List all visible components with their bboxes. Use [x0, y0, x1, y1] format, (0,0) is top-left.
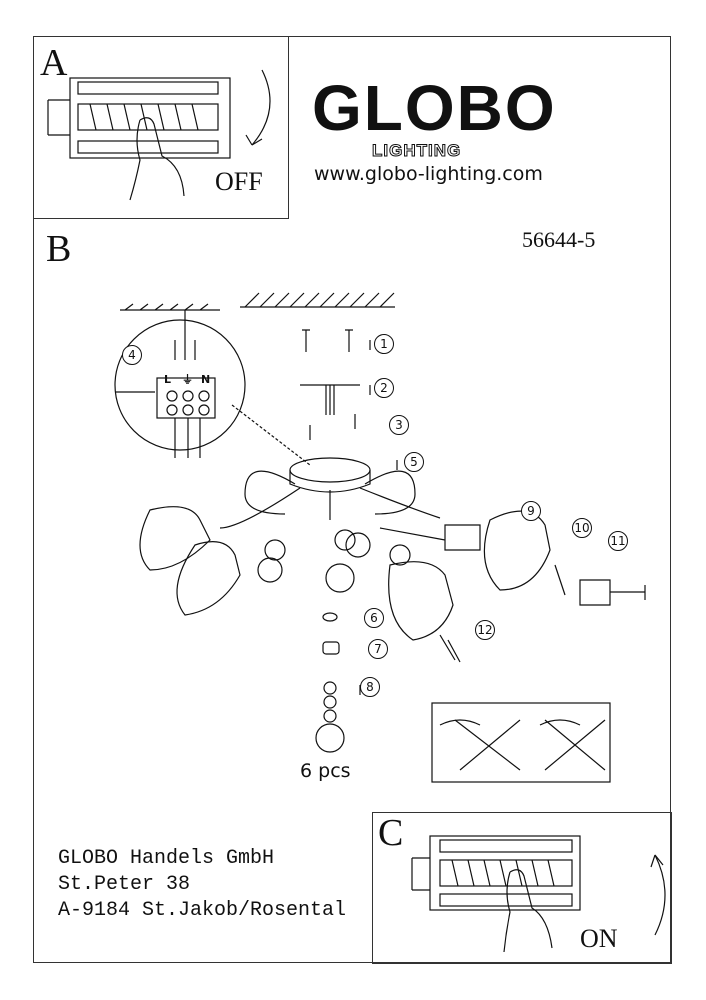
bulb-icon — [439, 634, 461, 663]
step-8-marker: 8 — [360, 677, 380, 697]
wall-plug-icon — [302, 329, 353, 352]
section-b-label: B — [46, 228, 72, 270]
step-1-marker: 1 — [374, 334, 394, 354]
canopy — [289, 457, 371, 483]
mounting-bracket-icon — [300, 384, 360, 415]
terminal-label-neutral: N — [201, 373, 211, 386]
arrow-turn-off-icon — [251, 69, 271, 146]
breaker-panel-on — [411, 835, 581, 953]
bulb-holder-icon — [554, 564, 566, 596]
arrow-turn-on-icon — [654, 854, 666, 936]
model-number: 56644-5 — [522, 227, 596, 252]
terminal-label-earth: ⏚ — [182, 373, 193, 386]
screw-icon — [309, 414, 356, 440]
crystal-drop — [257, 529, 411, 753]
switch-on-label: ON — [580, 924, 618, 953]
brand-url: www.globo-lighting.com — [314, 163, 543, 185]
address-street: St.Peter 38 — [58, 873, 191, 896]
brand-subtitle: LIGHTING — [371, 141, 462, 160]
step-11-marker: 11 — [608, 531, 628, 551]
ceiling-hatch — [240, 292, 395, 308]
company-address: GLOBO Handels GmbH St.Peter 38 A-9184 St… — [58, 846, 346, 924]
terminal-label-live: L — [164, 373, 172, 386]
breaker-panel-off — [47, 77, 231, 201]
socket-part-icon — [579, 579, 646, 606]
quantity-label: 6 pcs — [300, 760, 351, 782]
step-5-marker: 5 — [404, 452, 424, 472]
address-company: GLOBO Handels GmbH — [58, 847, 275, 870]
step-9-marker: 9 — [521, 501, 541, 521]
address-city: A-9184 St.Jakob/Rosental — [58, 899, 347, 922]
section-a-panel — [33, 36, 289, 219]
page-border — [33, 36, 671, 963]
step-2-marker: 2 — [374, 378, 394, 398]
section-c-label: C — [378, 812, 404, 854]
section-a-label: A — [40, 42, 68, 84]
step-4-marker: 4 — [122, 345, 142, 365]
step-10-marker: 10 — [572, 518, 592, 538]
step-7-marker: 7 — [368, 639, 388, 659]
step-3-marker: 3 — [389, 415, 409, 435]
section-c-panel — [372, 812, 672, 964]
step-6-marker: 6 — [364, 608, 384, 628]
brand-logo: GLOBO — [312, 72, 557, 144]
switch-off-label: OFF — [215, 167, 263, 196]
step-12-marker: 12 — [475, 620, 495, 640]
